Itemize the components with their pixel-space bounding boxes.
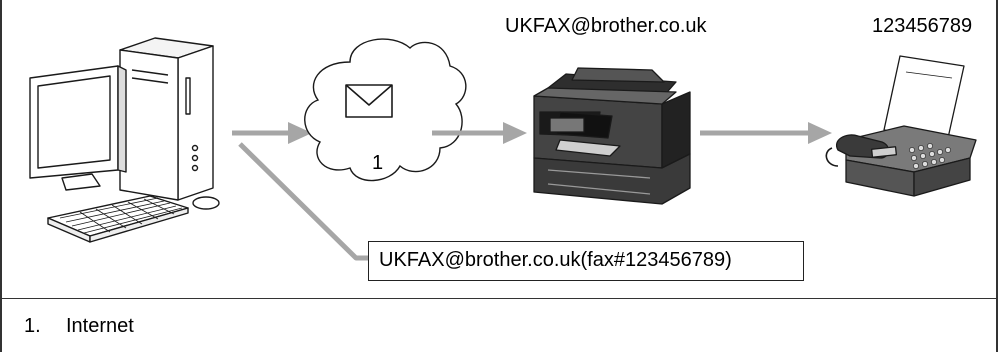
arrow-cloud-to-printer [432,122,527,144]
envelope-icon [345,84,393,118]
email-address-label: UKFAX@brother.co.uk [505,15,707,37]
arrow-computer-to-cloud [232,122,312,144]
cloud-number-label: 1 [372,152,384,174]
fax-number-label: 123456789 [872,15,973,37]
arrow-printer-to-fax [700,122,832,144]
legend-item-label: Internet [66,315,134,337]
computer-icon [29,37,220,243]
line-computer-to-address [238,142,368,261]
send-address-box: UKFAX@brother.co.uk(fax#123456789) [368,241,804,281]
printer-icon [533,67,691,205]
legend-divider [0,298,998,299]
legend-item-number: 1. [24,315,41,337]
legend: 1. Internet [24,315,134,338]
fax-machine-icon [825,55,977,197]
